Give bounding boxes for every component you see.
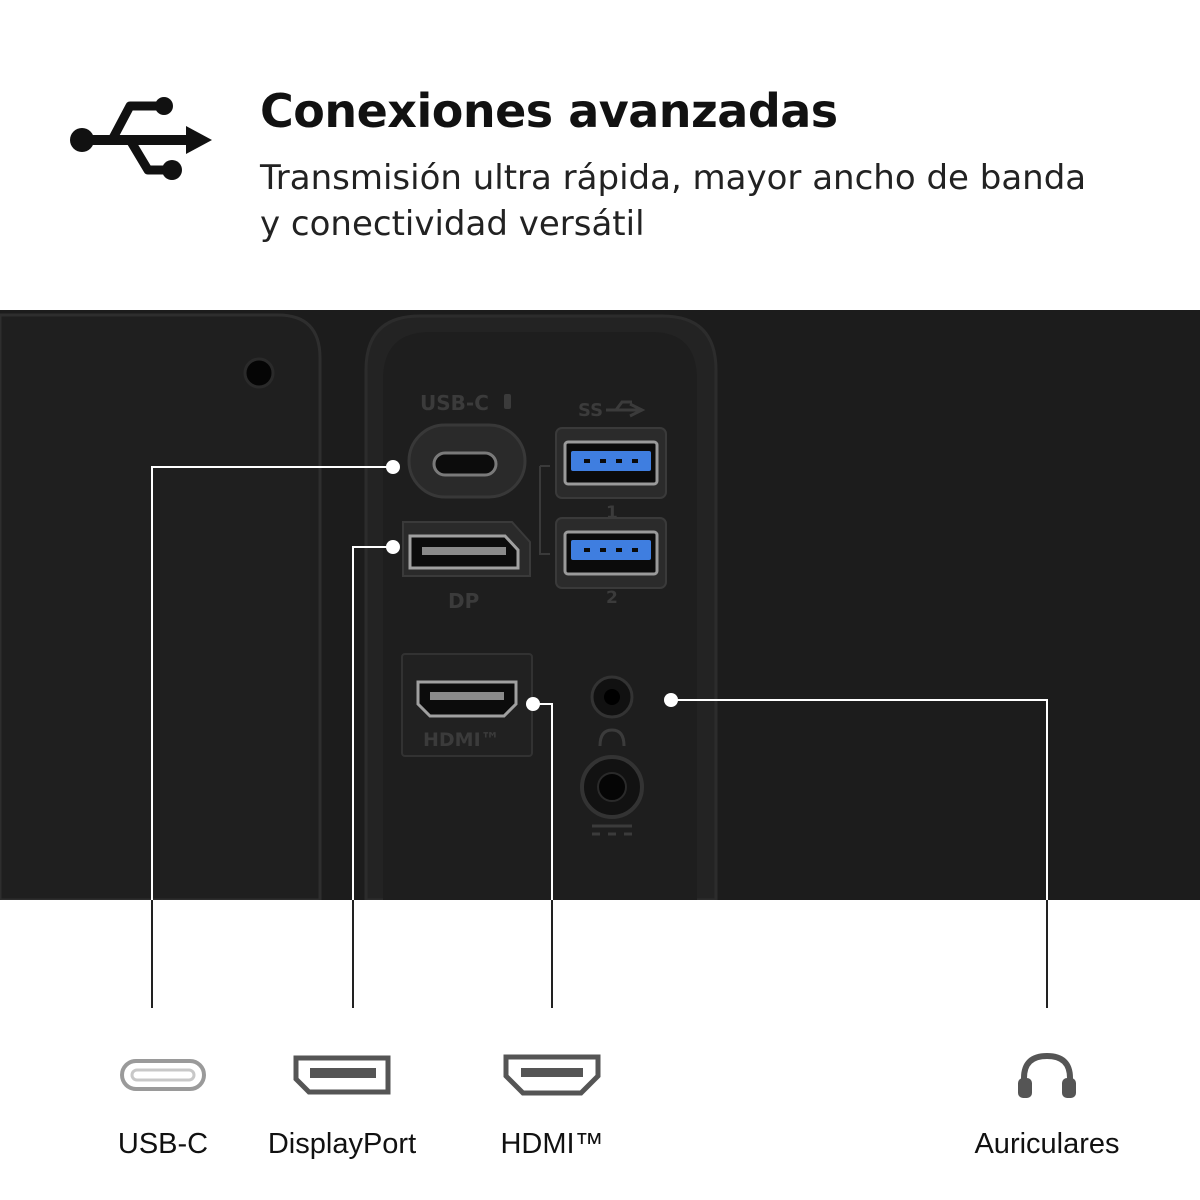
header: Conexiones avanzadas Transmisión ultra r…	[0, 0, 1200, 310]
legend-headphones: Auriculares	[952, 1040, 1142, 1161]
subtitle-line-2: y conectividad versátil	[260, 204, 645, 244]
subtitle-line-1: Transmisión ultra rápida, mayor ancho de…	[260, 158, 1087, 198]
page-title: Conexiones avanzadas	[260, 84, 838, 138]
headphones-icon	[1016, 1040, 1078, 1110]
hdmi-panel-label: HDMI™	[423, 729, 500, 751]
headphone-panel-icon	[598, 728, 626, 747]
legend-usb-c: USB-C	[98, 1040, 228, 1161]
dc-power-symbol-icon	[592, 824, 632, 836]
displayport-panel-label: DP	[448, 589, 479, 613]
usb-port-2-number: 2	[606, 588, 618, 608]
usb-c-panel-glyph-icon	[504, 394, 511, 409]
usb-icon	[70, 97, 212, 180]
superspeed-label: SS	[578, 400, 603, 421]
usb-port-1-number: 1	[606, 503, 618, 523]
screw-hole	[243, 357, 275, 389]
monitor-rear-panel-photo: USB-C SS 1 2 DP HDMI™	[0, 310, 1200, 900]
legend-label-displayport: DisplayPort	[267, 1128, 417, 1160]
legend-hdmi: HDMI™	[482, 1040, 622, 1161]
legend-displayport: DisplayPort	[252, 1040, 432, 1161]
page-subtitle: Transmisión ultra rápida, mayor ancho de…	[260, 155, 1140, 247]
stand-plate	[0, 313, 322, 900]
usb-c-port-icon	[119, 1040, 207, 1110]
legend-label-hdmi: HDMI™	[500, 1128, 604, 1160]
hdmi-port-icon	[503, 1040, 601, 1110]
superspeed-usb-icon	[606, 400, 646, 418]
legend-label-usb-c: USB-C	[117, 1128, 209, 1160]
displayport-icon	[293, 1040, 391, 1110]
usb-c-port	[432, 451, 498, 477]
legend-label-headphones: Auriculares	[974, 1128, 1120, 1160]
usb-c-panel-label: USB-C	[420, 391, 489, 415]
